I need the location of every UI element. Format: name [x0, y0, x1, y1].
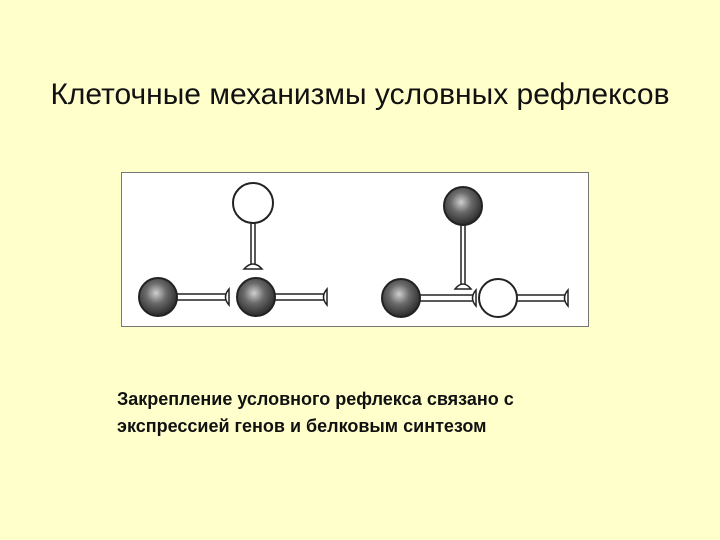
- right-panel: [381, 186, 569, 318]
- axon-vertical: [250, 223, 256, 265]
- neuron-diagram: [121, 172, 589, 327]
- caption: Закрепление условного рефлекса связано с…: [117, 386, 677, 440]
- synapse-terminal: [242, 263, 264, 270]
- neuron-bottom-right-active: [236, 277, 276, 317]
- synapse-terminal: [322, 287, 328, 307]
- axon-horizontal: [275, 293, 327, 301]
- left-panel: [138, 182, 328, 317]
- synapse-terminal: [224, 287, 230, 307]
- synapse-terminal: [563, 288, 569, 308]
- axon-horizontal: [517, 294, 568, 302]
- caption-line: экспрессией генов и белковым синтезом: [117, 416, 487, 436]
- axon-vertical: [460, 225, 466, 285]
- slide-title: Клеточные механизмы условных рефлексов: [50, 78, 670, 111]
- synapse-terminal: [471, 288, 477, 308]
- neuron-bottom-left-active: [138, 277, 178, 317]
- neuron-top-inactive: [232, 182, 274, 224]
- neuron-diagram-svg: [138, 182, 569, 318]
- caption-line: Закрепление условного рефлекса связано с: [117, 389, 514, 409]
- neuron-bottom-left-active: [381, 278, 421, 318]
- axon-horizontal: [420, 294, 476, 302]
- neuron-top-active: [443, 186, 483, 226]
- neuron-bottom-right-inactive: [478, 278, 518, 318]
- axon-horizontal: [177, 293, 229, 301]
- synapse-terminal: [453, 283, 473, 290]
